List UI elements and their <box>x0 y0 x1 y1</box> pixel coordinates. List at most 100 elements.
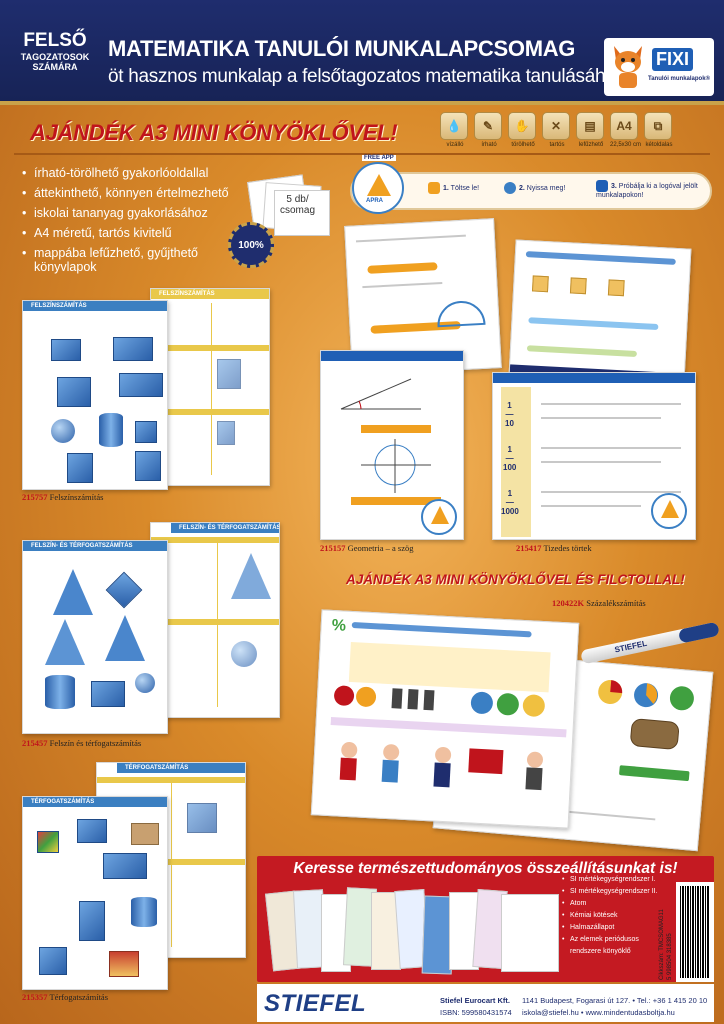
feature-item: 💧vízálló <box>440 112 470 148</box>
app-instructions-bar <box>350 172 712 210</box>
header-banner: FELSŐ TAGOZATOSOK SZÁMÁRA MATEMATIKA TAN… <box>0 0 724 105</box>
audience-level: FELSŐ <box>23 30 87 51</box>
feature-icons: 💧vízálló✎ írható ✋ törölhető ✕tartós▤lefűzhe… <box>440 112 674 148</box>
fixi-logo: FIXI Tanulói munkalapok® <box>604 38 714 96</box>
worksheet-szazalek-back <box>432 648 714 852</box>
barcode <box>676 882 714 982</box>
sheet-caption: 215757 Felszínszámítás <box>22 492 103 502</box>
promo-books-illustration <box>265 886 569 978</box>
promo-item: Halmazállapot <box>562 922 658 934</box>
fraction-tenth: 1―10 <box>505 401 514 428</box>
a4-icon: A4 <box>610 112 638 140</box>
sheet-code: 120422K <box>552 598 585 608</box>
pen-icon: ✎ <box>474 112 502 140</box>
fox-mascot-icon <box>614 46 642 88</box>
binder-icon: ▤ <box>576 112 604 140</box>
company-address: 1141 Budapest, Fogarasi út 127. • Tel.: … <box>522 996 708 1005</box>
sheet-caption: 120422K Százalékszámítás <box>552 598 646 608</box>
apra-logo-icon <box>367 174 391 196</box>
sheet-stack-illustration: 5 db/ csomag <box>247 174 334 244</box>
sheet-title: TÉRFOGATSZÁMÍTÁS <box>117 763 245 773</box>
apra-app-badge[interactable]: FREE APP APRA <box>352 155 404 214</box>
stiefel-marker-pen: STIEFEL <box>580 621 720 665</box>
audience-line-1: TAGOZATOSOK <box>20 52 90 62</box>
sheet-caption: 215417 Tizedes törtek <box>516 543 592 553</box>
pack-count-line-1: 5 db/ <box>286 194 309 205</box>
quality-seal: 100% <box>228 222 274 268</box>
play-icon <box>504 182 516 194</box>
worksheet-terfogat-front[interactable]: TÉRFOGATSZÁMÍTÁS <box>22 796 168 990</box>
page-subtitle: öt hasznos munkalap a felsőtagozatos mat… <box>108 66 625 87</box>
sheet-code: 215757 <box>22 492 48 502</box>
wipe-icon: ✋ <box>508 112 536 140</box>
durable-icon: ✕ <box>542 112 570 140</box>
feature-item: ✎ írható <box>474 112 504 148</box>
sheet-code: 215457 <box>22 738 48 748</box>
percent-icon: % <box>331 616 347 635</box>
promo-item: Az elemek periódusos <box>562 934 658 946</box>
feature-label: írható <box>481 142 497 148</box>
percent-illustrations <box>330 685 567 738</box>
sheet-code: 215417 <box>516 543 542 553</box>
sheet-name: Felszín és térfogatszámítás <box>49 738 142 748</box>
promo-product-list: SI mértékegységrendszer I.SI mértékegysé… <box>562 874 658 958</box>
step-text: Nyissa meg! <box>526 184 566 192</box>
download-icon <box>428 182 440 194</box>
pack-count-line-2: csomag <box>280 205 316 216</box>
pack-count: 5 db/ csomag <box>280 194 315 216</box>
feature-bullet: mappába lefűzhető, gyűjthető <box>22 246 229 260</box>
sheet-name: Tizedes törtek <box>543 543 592 553</box>
gift-banner: AJÁNDÉK A3 MINI KÖNYÖKLŐVEL! <box>30 120 398 145</box>
company-name: Stiefel Eurocart Kft. <box>440 996 511 1005</box>
audience-label: FELSŐ TAGOZATOSOK SZÁMÁRA <box>12 30 98 72</box>
sheet-caption: 215157 Geometria – a szög <box>320 543 413 553</box>
worksheet-felszin-terfogat-back: FELSZÍN- ÉS TÉRFOGATSZÁMÍTÁS <box>150 522 280 718</box>
promo-item: SI mértékegységrendszer II. <box>562 886 658 898</box>
feature-item: ▤lefűzhető <box>576 112 606 148</box>
sheet-title: FELSZÍNSZÁMÍTÁS <box>151 289 269 299</box>
worksheet-felszin-back: FELSZÍNSZÁMÍTÁS <box>150 288 270 486</box>
sheet-title: FELSZÍNSZÁMÍTÁS <box>23 301 167 311</box>
apra-logo-icon <box>421 499 457 535</box>
divider <box>14 153 710 155</box>
pen-cap <box>677 621 720 644</box>
promo-item: Atom <box>562 898 658 910</box>
step-text: Próbálja ki a logóval jelölt munkalapoko… <box>596 182 698 199</box>
footer <box>257 984 714 1022</box>
barcode-number: 5 998504 318385 <box>667 933 673 980</box>
feature-item: ✕tartós <box>542 112 572 148</box>
worksheet-geometria-front[interactable] <box>320 350 464 540</box>
apra-name: APRA <box>366 198 384 204</box>
feature-bullet: iskolai tananyag gyakorlásához <box>22 206 229 220</box>
barcode-bars <box>680 886 710 978</box>
contact-email[interactable]: iskola@stiefel.hu • www.mindentudasboltj… <box>522 1008 675 1017</box>
sheet-name: Százalékszámítás <box>586 598 646 608</box>
sheet-code: 215157 <box>320 543 346 553</box>
worksheet-felszin-front[interactable]: FELSZÍNSZÁMÍTÁS <box>22 300 168 490</box>
apra-logo-icon <box>651 493 687 529</box>
fixi-brand: FIXI <box>652 48 694 71</box>
step-number: 3. <box>611 182 617 190</box>
step-number: 1. <box>443 184 449 192</box>
feature-list: írható-törölhető gyakorlóoldallaláttekin… <box>22 166 229 280</box>
fraction-thousandth: 1―1000 <box>501 489 519 516</box>
step-text: Töltse le! <box>450 184 480 192</box>
pie-icons <box>598 680 694 711</box>
feature-label: kétoldalas <box>645 142 673 148</box>
worksheet-szazalek-front[interactable]: % <box>310 609 580 829</box>
stiefel-logo: STIEFEL <box>264 990 367 1017</box>
worksheet-tizedes-front[interactable]: 1―10 1―100 1―1000 <box>492 372 696 540</box>
sheet-name: Térfogatszámítás <box>49 992 109 1002</box>
feature-label: törölhető <box>511 142 535 148</box>
audience-line-2: SZÁMÁRA <box>32 62 78 72</box>
worksheet-geometria-back <box>344 218 502 376</box>
fixi-tagline: Tanulói munkalapok® <box>648 76 710 82</box>
drop-icon: 💧 <box>440 112 468 140</box>
pen-brand: STIEFEL <box>613 638 648 655</box>
feature-item: ✋ törölhető <box>508 112 538 148</box>
worksheet-felszin-terfogat-front[interactable]: FELSZÍN- ÉS TÉRFOGATSZÁMÍTÁS <box>22 540 168 734</box>
sheet-title: TÉRFOGATSZÁMÍTÁS <box>23 797 167 807</box>
free-app-label: FREE APP <box>362 155 396 161</box>
promo-item: rendszere könyöklő <box>570 948 631 955</box>
